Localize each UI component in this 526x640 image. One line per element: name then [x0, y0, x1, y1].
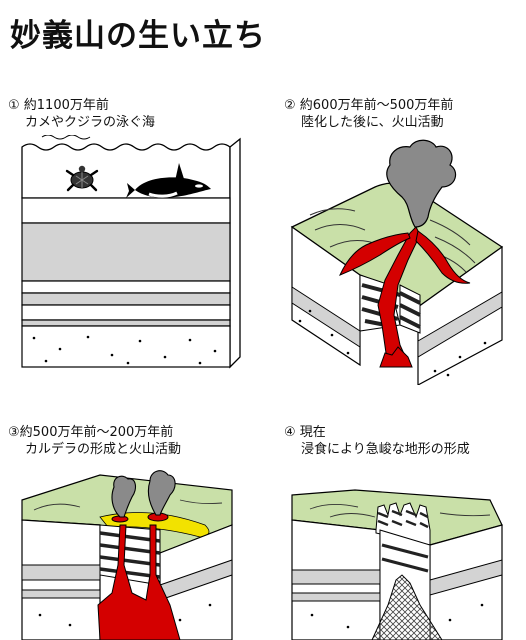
- stage-4-era: ④ 現在: [284, 425, 326, 440]
- stage-3-era: ③約500万年前〜200万年前: [8, 425, 174, 440]
- stage-1-diagram: [21, 135, 241, 369]
- stage-4-caption: ④ 現在 浸食により急峻な地形の形成: [284, 424, 470, 458]
- stage-1-era: ① 約1100万年前: [8, 98, 109, 113]
- killer-whale-icon: [126, 163, 211, 198]
- stage-3-caption: ③約500万年前〜200万年前 カルデラの形成と火山活動: [8, 424, 181, 458]
- stage-4-diagram: [291, 489, 503, 640]
- stage-3-description: カルデラの形成と火山活動: [25, 442, 182, 457]
- stage-2-caption: ② 約600万年前〜500万年前 陸化した後に、火山活動: [284, 97, 453, 131]
- volcanic-smoke-icon: [386, 139, 457, 228]
- page-title: 妙義山の生い立ち: [10, 18, 266, 54]
- sea-turtle-icon: [65, 165, 99, 192]
- stage-4-description: 浸食により急峻な地形の形成: [301, 442, 470, 457]
- stage-2-description: 陸化した後に、火山活動: [301, 115, 444, 130]
- stage-2-diagram: [290, 139, 504, 385]
- stage-1-description: カメやクジラの泳ぐ海: [25, 115, 156, 130]
- stage-3-diagram: [21, 470, 233, 640]
- stage-1-caption: ① 約1100万年前 カメやクジラの泳ぐ海: [8, 97, 155, 131]
- stage-2-era: ② 約600万年前〜500万年前: [284, 98, 454, 113]
